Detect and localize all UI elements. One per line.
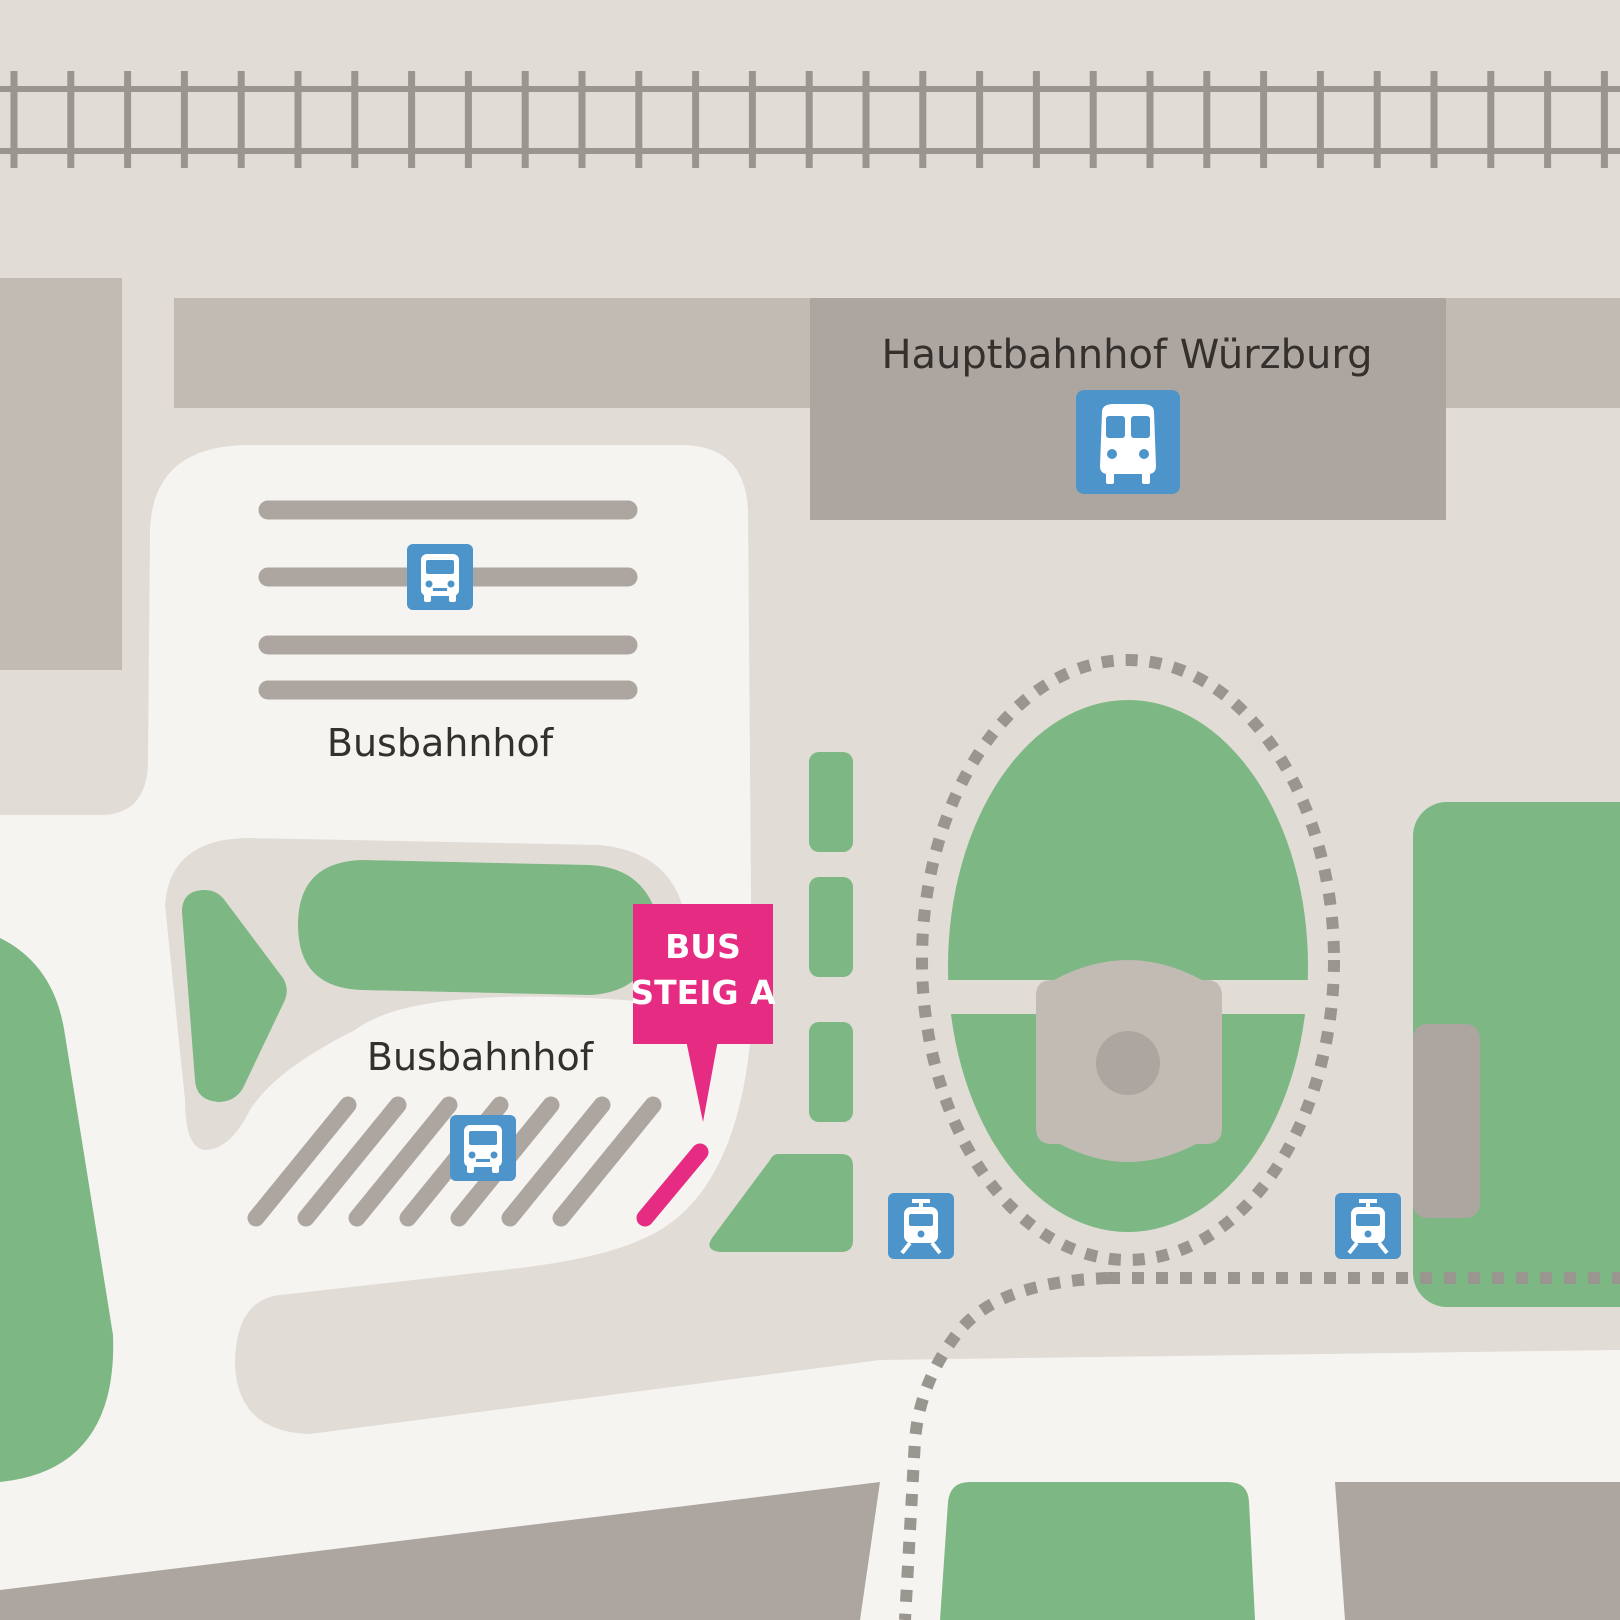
building-west: [0, 278, 122, 670]
building-south-east: [1335, 1482, 1620, 1620]
bus-station-north-label: Busbahnhof: [327, 721, 555, 765]
bus-station-north-area: [0, 445, 1620, 1620]
green-medians: [709, 752, 853, 1252]
bus-icon: [450, 1115, 516, 1181]
park-south: [940, 1482, 1255, 1620]
bus-steig-a-callout: BUS STEIG A: [630, 904, 776, 1122]
callout-line-1: BUS: [665, 927, 741, 966]
building-east-small: [1413, 1024, 1480, 1218]
bus-station-south-label: Busbahnhof: [367, 1035, 595, 1079]
tram-icon: [888, 1193, 954, 1259]
building-south-west: [0, 1482, 880, 1620]
green-island-oval: [298, 860, 660, 995]
green-island-triangle: [182, 890, 287, 1102]
train-icon: [1076, 390, 1180, 494]
bus-bay-steig-a: [636, 1143, 709, 1227]
tram-lines: [899, 654, 1620, 1620]
tram-icon: [1335, 1193, 1401, 1259]
main-station-label: Hauptbahnhof Würzburg: [881, 332, 1372, 378]
callout-line-2: STEIG A: [630, 973, 776, 1012]
monument-icon: [1096, 1031, 1160, 1095]
park-west: [0, 938, 114, 1482]
bus-icon: [407, 544, 473, 610]
bus-bays-south: [247, 1096, 662, 1227]
railway-track: [0, 71, 1620, 168]
